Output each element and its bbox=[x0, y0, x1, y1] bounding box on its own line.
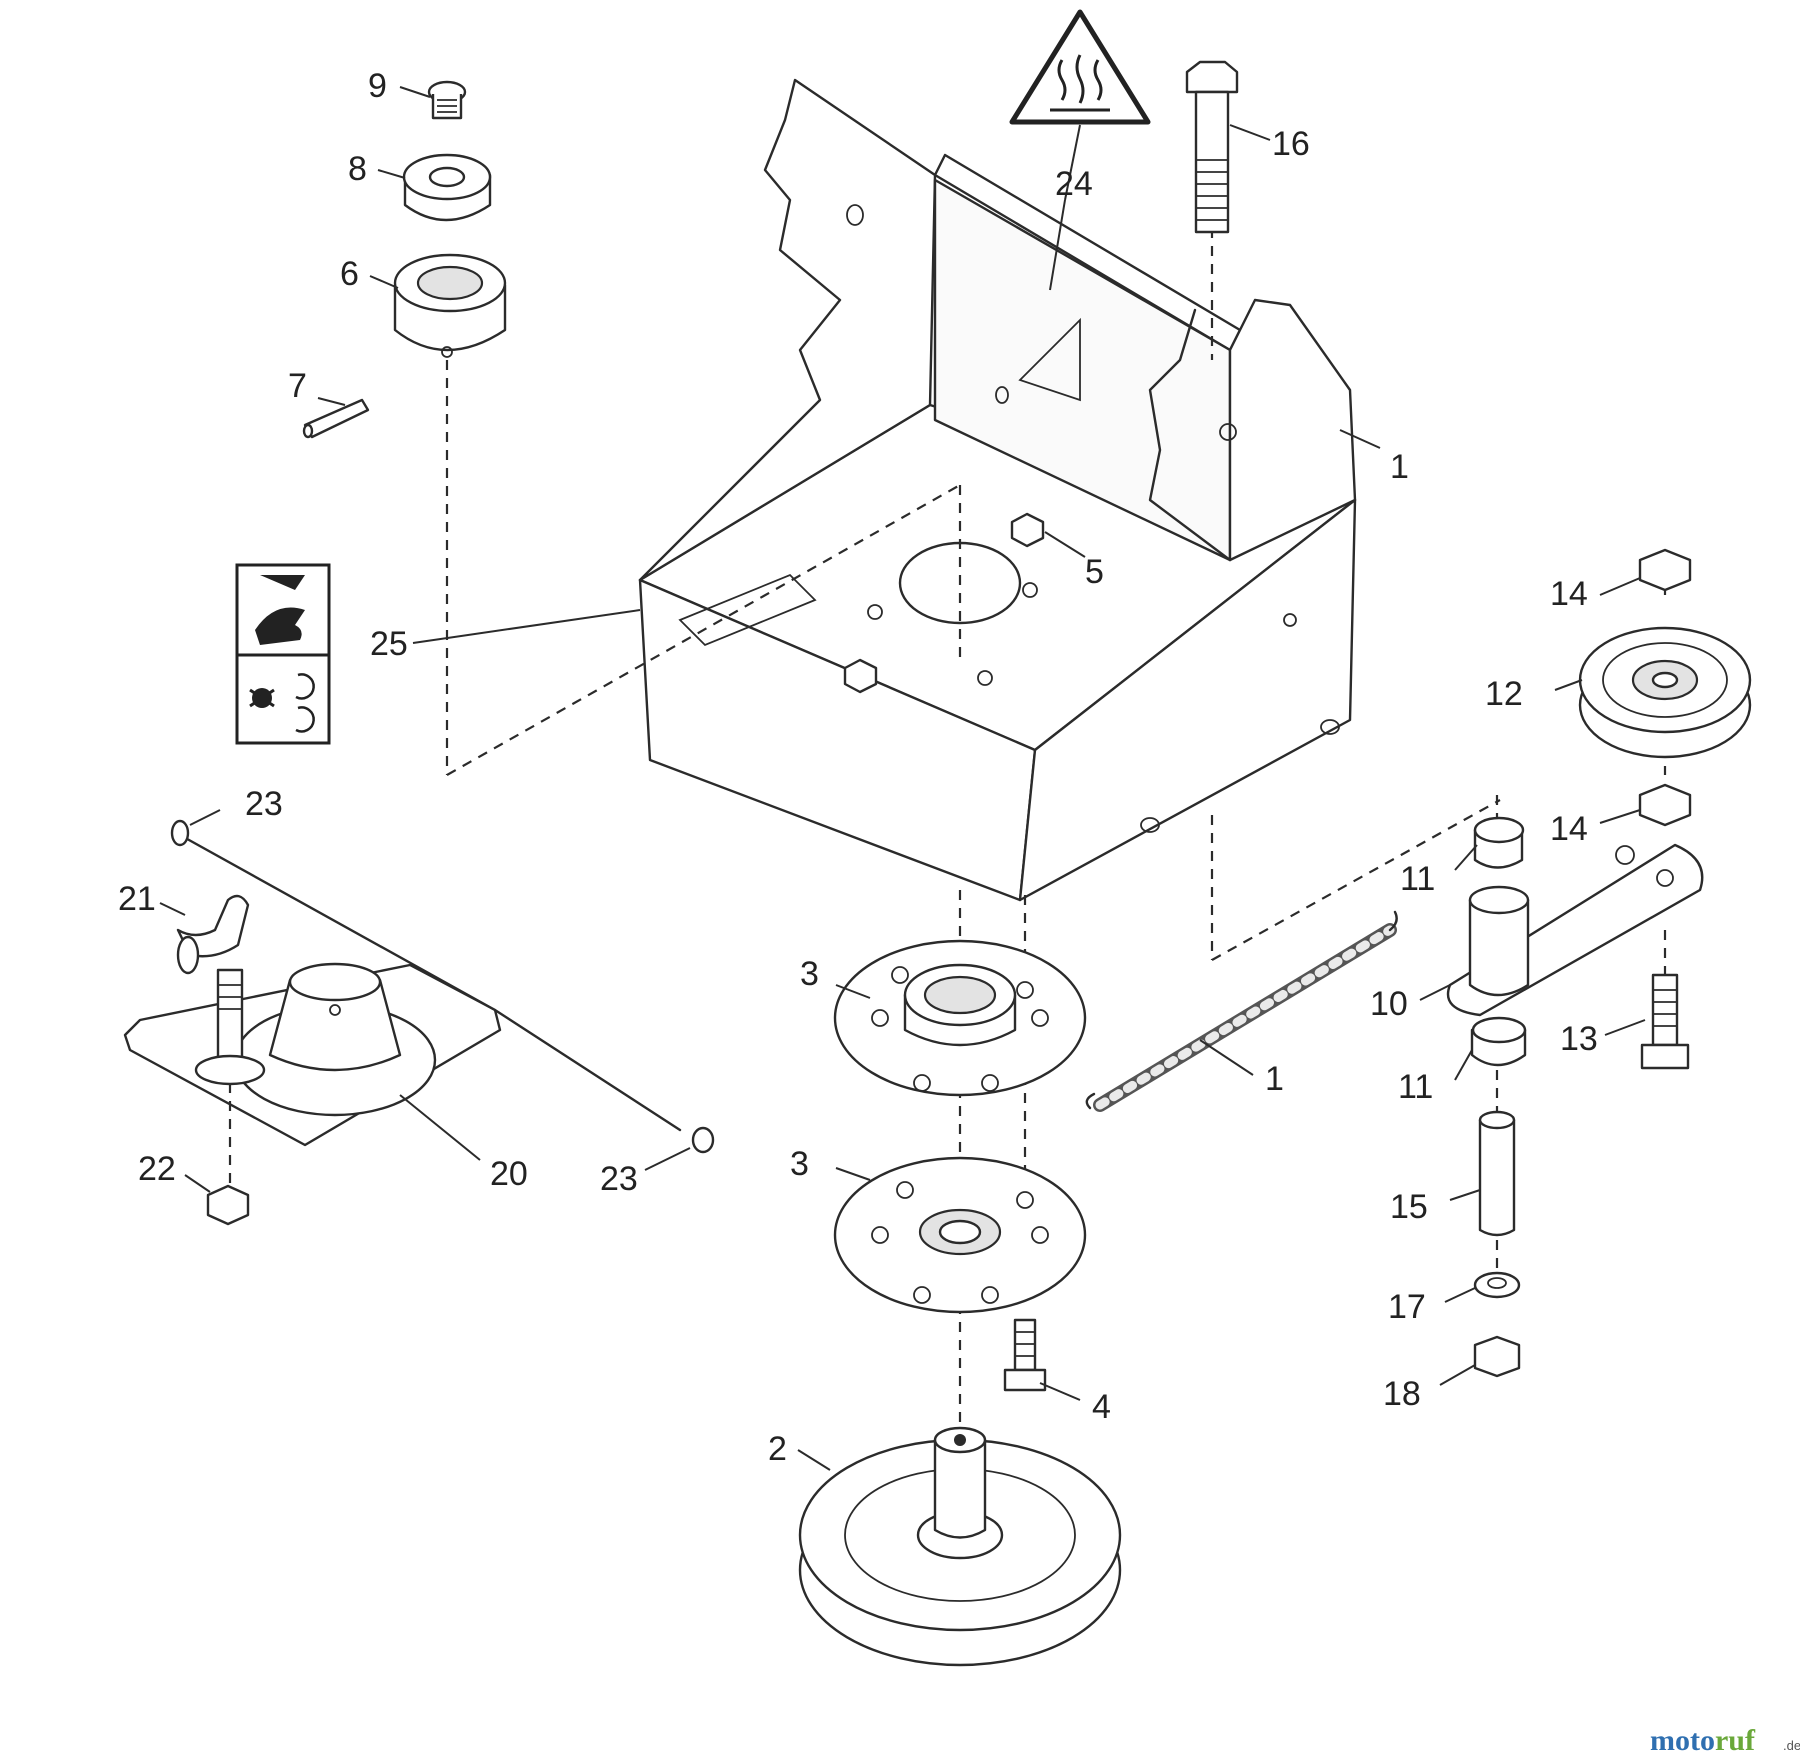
hex-nut-22 bbox=[206, 1184, 250, 1226]
callout-23-upper: 23 bbox=[245, 785, 283, 823]
hex-nut-lower bbox=[1638, 783, 1692, 827]
callout-7: 7 bbox=[288, 367, 307, 405]
rubber-plug bbox=[233, 962, 437, 1117]
leader-lines bbox=[159, 86, 1646, 1471]
callout-3-upper: 3 bbox=[800, 955, 819, 993]
plate-nut-left bbox=[843, 658, 878, 694]
callout-20: 20 bbox=[490, 1155, 528, 1193]
callout-10: 10 bbox=[1370, 985, 1408, 1023]
callout-2: 2 bbox=[768, 1430, 787, 1468]
hex-bolt-long bbox=[1185, 60, 1239, 234]
hex-nut-upper bbox=[1638, 548, 1692, 592]
callout-14-upper: 14 bbox=[1550, 575, 1588, 613]
mounting-bracket bbox=[638, 78, 1357, 902]
bearing-housing bbox=[393, 253, 507, 358]
drive-pulley bbox=[798, 1426, 1122, 1667]
callout-14-lower: 14 bbox=[1550, 810, 1588, 848]
bearing-flange-upper bbox=[833, 939, 1087, 1097]
idler-pulley bbox=[1578, 626, 1752, 759]
callout-5: 5 bbox=[1085, 553, 1104, 591]
callout-labels: 9 8 6 7 16 24 1 5 25 14 12 14 11 10 13 1… bbox=[118, 67, 1598, 1468]
svg-text:motoruf: motoruf bbox=[1650, 1724, 1756, 1757]
bail-wire bbox=[123, 833, 682, 1147]
washer bbox=[1473, 1271, 1521, 1299]
callout-6: 6 bbox=[340, 255, 359, 293]
callout-23-lower: 23 bbox=[600, 1160, 638, 1198]
callout-16: 16 bbox=[1272, 125, 1310, 163]
spacer-ring bbox=[402, 153, 492, 222]
callout-11-upper: 11 bbox=[1400, 860, 1435, 898]
plate-nut-5 bbox=[1010, 512, 1045, 548]
callout-4: 4 bbox=[1092, 1388, 1111, 1426]
alignment-lines bbox=[228, 210, 1667, 1425]
callout-21: 21 bbox=[118, 880, 156, 918]
callout-17: 17 bbox=[1388, 1288, 1426, 1326]
callout-24: 24 bbox=[1055, 165, 1093, 203]
callout-8: 8 bbox=[348, 150, 367, 188]
watermark-suffix: .de bbox=[1783, 1738, 1800, 1753]
watermark-moto: moto bbox=[1650, 1724, 1715, 1757]
bearing-flange-lower bbox=[833, 1156, 1087, 1314]
callout-11-lower: 11 bbox=[1398, 1068, 1433, 1106]
idler-arm bbox=[1446, 843, 1704, 1017]
rotating-parts-warning-icon bbox=[249, 673, 315, 733]
callout-22: 22 bbox=[138, 1150, 176, 1188]
carriage-bolt bbox=[194, 968, 266, 1086]
wing-nut bbox=[176, 894, 250, 975]
hex-nut-bottom bbox=[1473, 1335, 1521, 1378]
callout-12: 12 bbox=[1485, 675, 1523, 713]
callout-18: 18 bbox=[1383, 1375, 1421, 1413]
hex-bolt-short bbox=[1640, 973, 1690, 1070]
cap-screw bbox=[427, 80, 467, 120]
hand-crush-warning-icon bbox=[255, 575, 305, 645]
flange-screw bbox=[1003, 1318, 1047, 1392]
motoruf-watermark: motoruf .de bbox=[1650, 1724, 1800, 1757]
watermark-ruf: ruf bbox=[1715, 1724, 1756, 1757]
heat-warning-icon bbox=[1009, 9, 1151, 125]
tension-spring bbox=[1085, 910, 1398, 1112]
bushing-upper bbox=[1473, 816, 1525, 869]
callout-9: 9 bbox=[368, 67, 387, 105]
warning-label bbox=[235, 563, 331, 745]
callout-1-spring: 1 bbox=[1265, 1060, 1284, 1098]
callout-1-bracket: 1 bbox=[1390, 448, 1409, 486]
push-nut-left bbox=[170, 819, 190, 847]
bushing-lower bbox=[1470, 1016, 1527, 1067]
push-nut-right bbox=[691, 1126, 715, 1154]
callout-25: 25 bbox=[370, 625, 408, 663]
callout-15: 15 bbox=[1390, 1188, 1428, 1226]
roll-pin bbox=[302, 398, 370, 439]
sleeve bbox=[1478, 1110, 1516, 1237]
callout-3-lower: 3 bbox=[790, 1145, 809, 1183]
callout-13: 13 bbox=[1560, 1020, 1598, 1058]
